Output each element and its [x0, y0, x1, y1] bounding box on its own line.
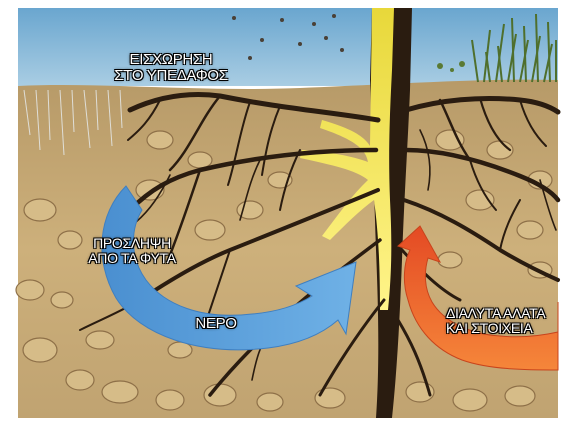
infiltration-label-line1: ΕΙΣΧΩΡΗΣΗ — [96, 52, 246, 68]
uptake-label: ΠΡΟΣΛΗΨΗ ΑΠΟ ΤΑ ΦΥΤΑ — [78, 236, 186, 265]
salts-label-line2: ΚΑΙ ΣΤΟΙΧΕΙΑ — [446, 321, 566, 336]
salts-label-line1: ΔΙΑΛΥΤΑ ΑΛΑΤΑ — [446, 306, 566, 321]
uptake-label-line1: ΠΡΟΣΛΗΨΗ — [78, 236, 186, 251]
infiltration-label-line2: ΣΤΟ ΥΠΕΔΑΦΟΣ — [96, 68, 246, 84]
salts-label: ΔΙΑΛΥΤΑ ΑΛΑΤΑ ΚΑΙ ΣΤΟΙΧΕΙΑ — [446, 306, 566, 335]
uptake-label-line2: ΑΠΟ ΤΑ ΦΥΤΑ — [78, 251, 186, 266]
water-label: ΝΕΡΟ — [176, 316, 256, 332]
infiltration-label: ΕΙΣΧΩΡΗΣΗ ΣΤΟ ΥΠΕΔΑΦΟΣ — [96, 52, 246, 84]
